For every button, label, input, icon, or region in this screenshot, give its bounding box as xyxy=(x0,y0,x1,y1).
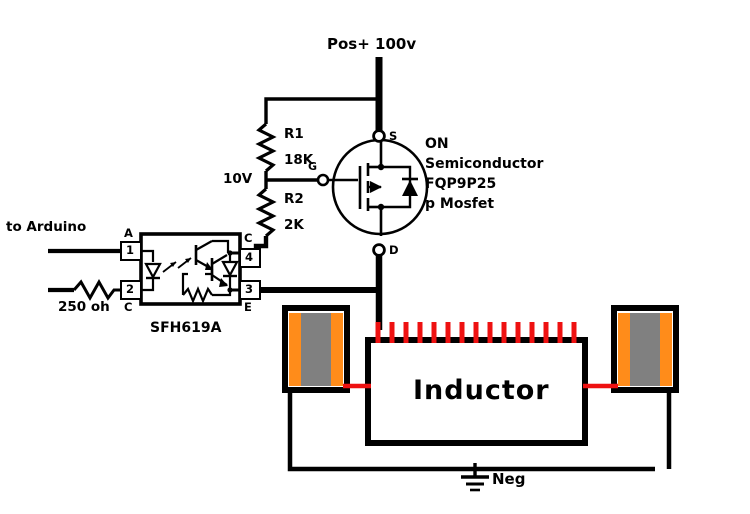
resistor-r2-ref-label: R2 xyxy=(284,191,304,207)
arduino-source-label: to Arduino xyxy=(6,219,87,235)
mosfet-body-diode-triangle xyxy=(402,180,418,196)
inductor-core-left-center xyxy=(301,313,331,386)
inductor-core-left-strip-b xyxy=(331,313,343,386)
opto-pin-4-box xyxy=(239,248,261,268)
opto-internal-resistor-wire-l xyxy=(181,272,188,295)
inductor-label: Inductor xyxy=(413,375,550,406)
opto-emitter-junction-dot xyxy=(227,287,233,293)
mosfet-manufacturer-line2: Semiconductor xyxy=(425,156,544,172)
opto-emission-arrow-1-head xyxy=(170,262,176,267)
opto-q1-collector-wire xyxy=(212,239,230,253)
opto-internal-resistor xyxy=(182,286,213,304)
wire-left-core-to-neg-bus xyxy=(287,388,655,472)
inductor-core-right-strip-b xyxy=(660,313,672,386)
opto-q2-collector xyxy=(211,254,228,265)
opto-led-triangle xyxy=(144,262,162,280)
gate-terminal-node xyxy=(316,173,330,187)
source-terminal-node xyxy=(372,129,386,143)
opto-q1-collector xyxy=(195,240,213,251)
resistor-r3-symbol xyxy=(72,278,121,302)
opto-pin-1-name-label: A xyxy=(124,226,133,240)
resistor-r1-value-label: 18K xyxy=(284,152,314,168)
resistor-r1-ref-label: R1 xyxy=(284,126,304,142)
resistor-r2-symbol xyxy=(255,187,277,238)
inductor-winding-bars xyxy=(375,322,577,343)
inductor-core-right-center xyxy=(630,313,660,386)
opto-pin-3-name-label: E xyxy=(244,300,252,314)
mosfet-manufacturer-line1: ON xyxy=(425,136,449,152)
opto-pin-1-number-label: 1 xyxy=(126,243,135,257)
mosfet-device-type-label: p Mosfet xyxy=(425,196,495,212)
mosfet-source-terminal-label: S xyxy=(389,129,398,143)
opto-collector-junction-dot xyxy=(227,250,233,256)
mosfet-gate-terminal-label: G xyxy=(308,160,318,173)
inductor-body xyxy=(365,337,588,446)
opto-led-wire-2 xyxy=(141,279,155,292)
resistor-r3-value-label: 250 oh xyxy=(58,299,110,315)
drain-terminal-node xyxy=(372,243,386,257)
opto-led-wire xyxy=(141,249,155,262)
opto-pin-2-number-label: 2 xyxy=(126,282,135,296)
opto-emission-arrow-2-head xyxy=(185,258,191,263)
opto-pin-3-number-label: 3 xyxy=(245,282,254,296)
opto-pin-4-name-label: C xyxy=(244,231,253,245)
mosfet-body-arrow-head xyxy=(370,181,382,193)
mosfet-body-diode-wire xyxy=(381,165,412,209)
wire-rail-to-r1 xyxy=(264,97,379,124)
ground-neg-label: Neg xyxy=(492,470,526,488)
inductor-core-left-strip-a xyxy=(289,313,301,386)
resistor-r2-value-label: 2K xyxy=(284,217,304,233)
positive-rail-label: Pos+ 100v xyxy=(327,35,417,53)
resistor-r1-symbol xyxy=(255,122,277,173)
opto-q2-emitter-arrow xyxy=(219,278,228,287)
opto-pin-2-name-label: C xyxy=(124,300,133,314)
inductor-core-right-strip-a xyxy=(618,313,630,386)
mosfet-drain-terminal-label: D xyxy=(389,243,399,257)
opto-pin-4-number-label: 4 xyxy=(245,250,254,264)
gate-divider-voltage-label: 10V xyxy=(223,171,253,187)
optocoupler-part-label: SFH619A xyxy=(150,320,222,336)
mosfet-part-number-label: FQP9P25 xyxy=(425,176,497,192)
